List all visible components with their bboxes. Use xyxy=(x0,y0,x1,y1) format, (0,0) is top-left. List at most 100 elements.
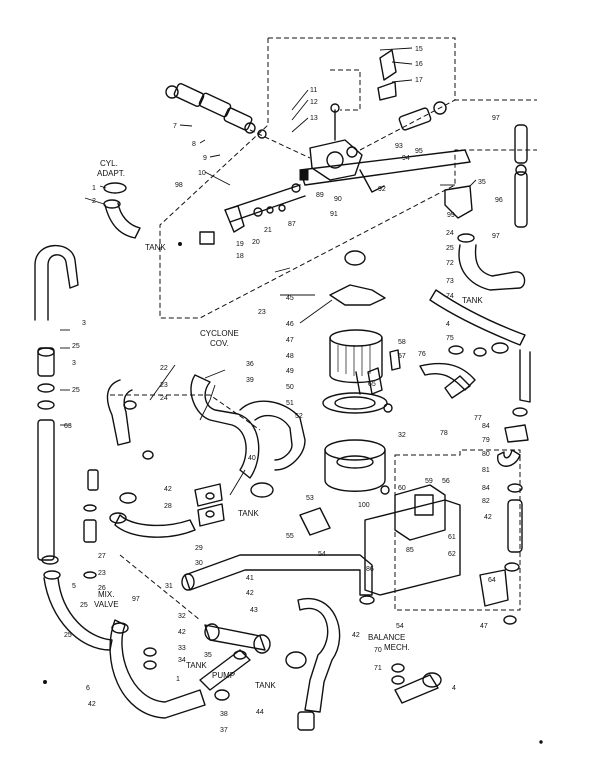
part-number: 21 xyxy=(264,227,272,234)
part-number: 2 xyxy=(92,198,96,205)
part-number: 71 xyxy=(374,665,382,672)
upper-assembly-outline xyxy=(159,37,537,319)
part-number: 63 xyxy=(64,423,72,430)
part-number: 25 xyxy=(446,245,454,252)
part-number: 38 xyxy=(220,711,228,718)
part-number: 23 xyxy=(160,382,168,389)
label-tank-left: TANK xyxy=(145,243,166,252)
small-fittings-18-21 xyxy=(199,183,301,245)
label-cyl: CYL. xyxy=(100,159,118,168)
upper-hose-fittings xyxy=(165,83,311,159)
part-number: 97 xyxy=(132,596,140,603)
balance-mech xyxy=(364,484,517,704)
part-number: 70 xyxy=(374,647,382,654)
label-valve: VALVE xyxy=(94,600,119,609)
curved-hose-43 xyxy=(285,597,341,731)
part-number: 12 xyxy=(310,99,318,106)
small-parts-mid xyxy=(299,349,401,536)
part-number: 99 xyxy=(447,212,455,219)
part-number: 61 xyxy=(448,534,456,541)
part-number: 16 xyxy=(415,61,423,68)
part-number: 26 xyxy=(98,585,106,592)
part-number: 37 xyxy=(220,727,228,734)
part-number: 64 xyxy=(488,577,496,584)
part-number: 15 xyxy=(415,46,423,53)
part-number: 97 xyxy=(492,233,500,240)
part-number: 32 xyxy=(398,432,406,439)
part-number: 18 xyxy=(236,253,244,260)
part-number: 84 xyxy=(482,423,490,430)
part-number: 80 xyxy=(482,451,490,458)
part-number: 92 xyxy=(378,186,386,193)
part-number: 41 xyxy=(246,575,254,582)
inner-dash-box xyxy=(330,69,361,111)
label-mix: MIX. xyxy=(98,590,114,599)
part-number: 86 xyxy=(366,566,374,573)
part-number: 100 xyxy=(358,502,370,509)
part-number: 17 xyxy=(415,77,423,84)
lower-long-pipe xyxy=(181,554,375,605)
part-number: 35 xyxy=(478,179,486,186)
part-number: 33 xyxy=(178,645,186,652)
part-number: 40 xyxy=(248,455,256,462)
label-tank-right: TANK xyxy=(462,296,483,305)
part-number: 23 xyxy=(258,309,266,316)
part-number: 62 xyxy=(448,551,456,558)
label-tank-pump-tank: TANK xyxy=(186,661,207,670)
part-number: 95 xyxy=(415,148,423,155)
part-number: 4 xyxy=(446,321,450,328)
part-number: 74 xyxy=(446,293,454,300)
part-number: 24 xyxy=(160,395,168,402)
part-number: 60 xyxy=(398,485,406,492)
balance-mech-outline xyxy=(394,449,521,611)
part-number: 52 xyxy=(295,413,303,420)
label-balance: BALANCE xyxy=(368,633,405,642)
part-number: 84 xyxy=(482,485,490,492)
part-number: 72 xyxy=(446,260,454,267)
tank-pump xyxy=(109,619,271,719)
part-number: 32 xyxy=(178,613,186,620)
label-mech: MECH. xyxy=(384,643,410,652)
part-number: 47 xyxy=(480,623,488,630)
label-tank-pump-pump: PUMP xyxy=(212,671,235,680)
part-number: 54 xyxy=(318,551,326,558)
part-number: 5 xyxy=(72,583,76,590)
part-number: 96 xyxy=(495,197,503,204)
part-number: 93 xyxy=(395,143,403,150)
part-number: 10 xyxy=(198,170,206,177)
part-number: 25 xyxy=(80,602,88,609)
part-number: 23 xyxy=(98,570,106,577)
part-number: 34 xyxy=(178,657,186,664)
mid-left-fittings xyxy=(83,469,225,579)
part-number: 57 xyxy=(398,353,406,360)
part-number: 51 xyxy=(286,400,294,407)
part-number: 19 xyxy=(236,241,244,248)
part-number: 42 xyxy=(178,629,186,636)
part-number: 25 xyxy=(64,632,72,639)
part-number: 9 xyxy=(203,155,207,162)
label-cyclone: CYCLONE xyxy=(200,329,239,338)
part-number: 42 xyxy=(484,514,492,521)
part-number: 22 xyxy=(160,365,168,372)
part-number: 94 xyxy=(402,155,410,162)
part-number: 42 xyxy=(352,632,360,639)
part-number: 46 xyxy=(286,321,294,328)
part-number: 47 xyxy=(286,337,294,344)
part-number: 97 xyxy=(492,115,500,122)
part-number: 65 xyxy=(368,381,376,388)
part-number: 87 xyxy=(288,221,296,228)
upper-right-valve xyxy=(359,49,456,151)
part-number: 55 xyxy=(286,533,294,540)
part-number: 4 xyxy=(452,685,456,692)
part-number: 7 xyxy=(173,123,177,130)
screws xyxy=(43,242,543,744)
cyclone-stack xyxy=(322,250,388,492)
leader-dash-2 xyxy=(119,554,201,621)
part-number: 35 xyxy=(204,652,212,659)
part-number: 43 xyxy=(250,607,258,614)
part-number: 81 xyxy=(482,467,490,474)
part-number: 36 xyxy=(246,361,254,368)
annotation-labels: CYL. ADAPT. TANK TANK CYCLONE COV. TANK … xyxy=(94,159,483,690)
part-number: 82 xyxy=(482,498,490,505)
